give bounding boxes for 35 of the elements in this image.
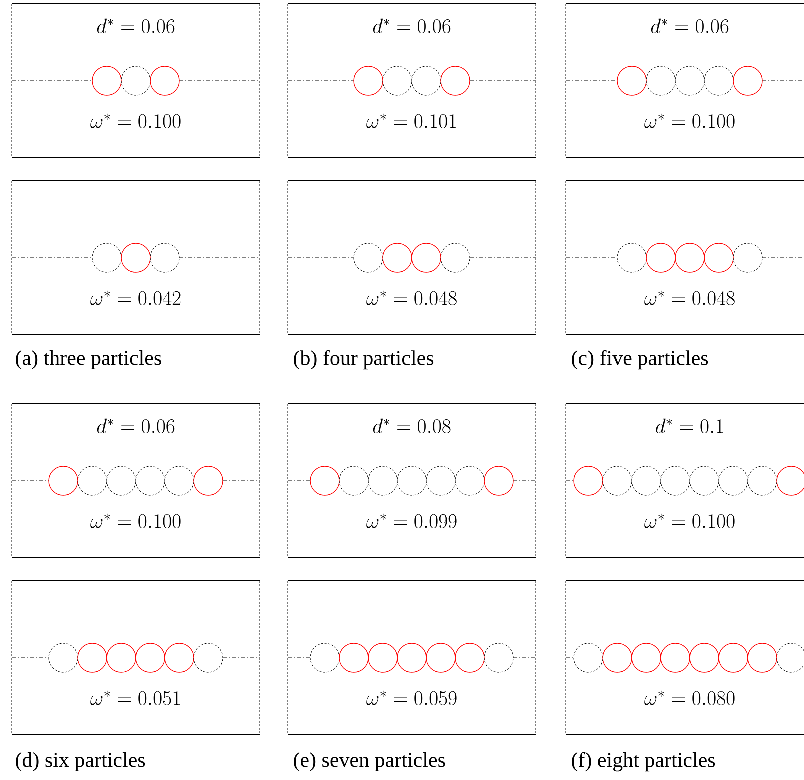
formula-label: $\omega^* = 0.042$ [90, 290, 181, 306]
formula-label: $\omega^* = 0.059$ [366, 690, 457, 706]
panel-box [566, 404, 804, 558]
panel-box [12, 404, 260, 558]
formula-label: $\omega^* = 0.100$ [644, 514, 735, 528]
formula-label: $d^* = 0.1$ [656, 418, 724, 434]
panel-box [12, 580, 260, 736]
formula-label: $\omega^* = 0.101$ [366, 114, 456, 128]
formula-label: $\omega^* = 0.099$ [366, 514, 457, 528]
panel-box [566, 4, 804, 158]
formula-label: $d^* = 0.06$ [373, 18, 451, 34]
caption: (c) five particles [572, 350, 708, 370]
caption: (f) eight particles [572, 752, 716, 772]
formula-label: $d^* = 0.06$ [97, 18, 175, 34]
caption: (b) four particles [294, 350, 434, 370]
caption: (a) three particles [16, 350, 162, 370]
formula-label: $d^* = 0.06$ [651, 18, 729, 34]
formula-label: $\omega^* = 0.048$ [644, 290, 735, 306]
formula-label: $\omega^* = 0.048$ [366, 290, 457, 306]
formula-label: $d^* = 0.06$ [97, 418, 175, 434]
panel-box [288, 180, 536, 336]
panel-box [288, 580, 536, 736]
formula-label: $\omega^* = 0.100$ [90, 114, 181, 128]
formula-label: $\omega^* = 0.080$ [644, 690, 735, 706]
panel-box [288, 404, 536, 558]
panel-box [566, 180, 804, 336]
panel-box [566, 580, 804, 736]
formula-label: $\omega^* = 0.100$ [644, 114, 735, 128]
formula-label: $\omega^* = 0.051$ [90, 690, 180, 706]
panel-box [288, 4, 536, 158]
panel-box [12, 180, 260, 336]
formula-label: $\omega^* = 0.100$ [90, 514, 181, 528]
caption: (e) seven particles [294, 752, 446, 772]
formula-label: $d^* = 0.08$ [373, 418, 451, 434]
panel-box [12, 4, 260, 158]
